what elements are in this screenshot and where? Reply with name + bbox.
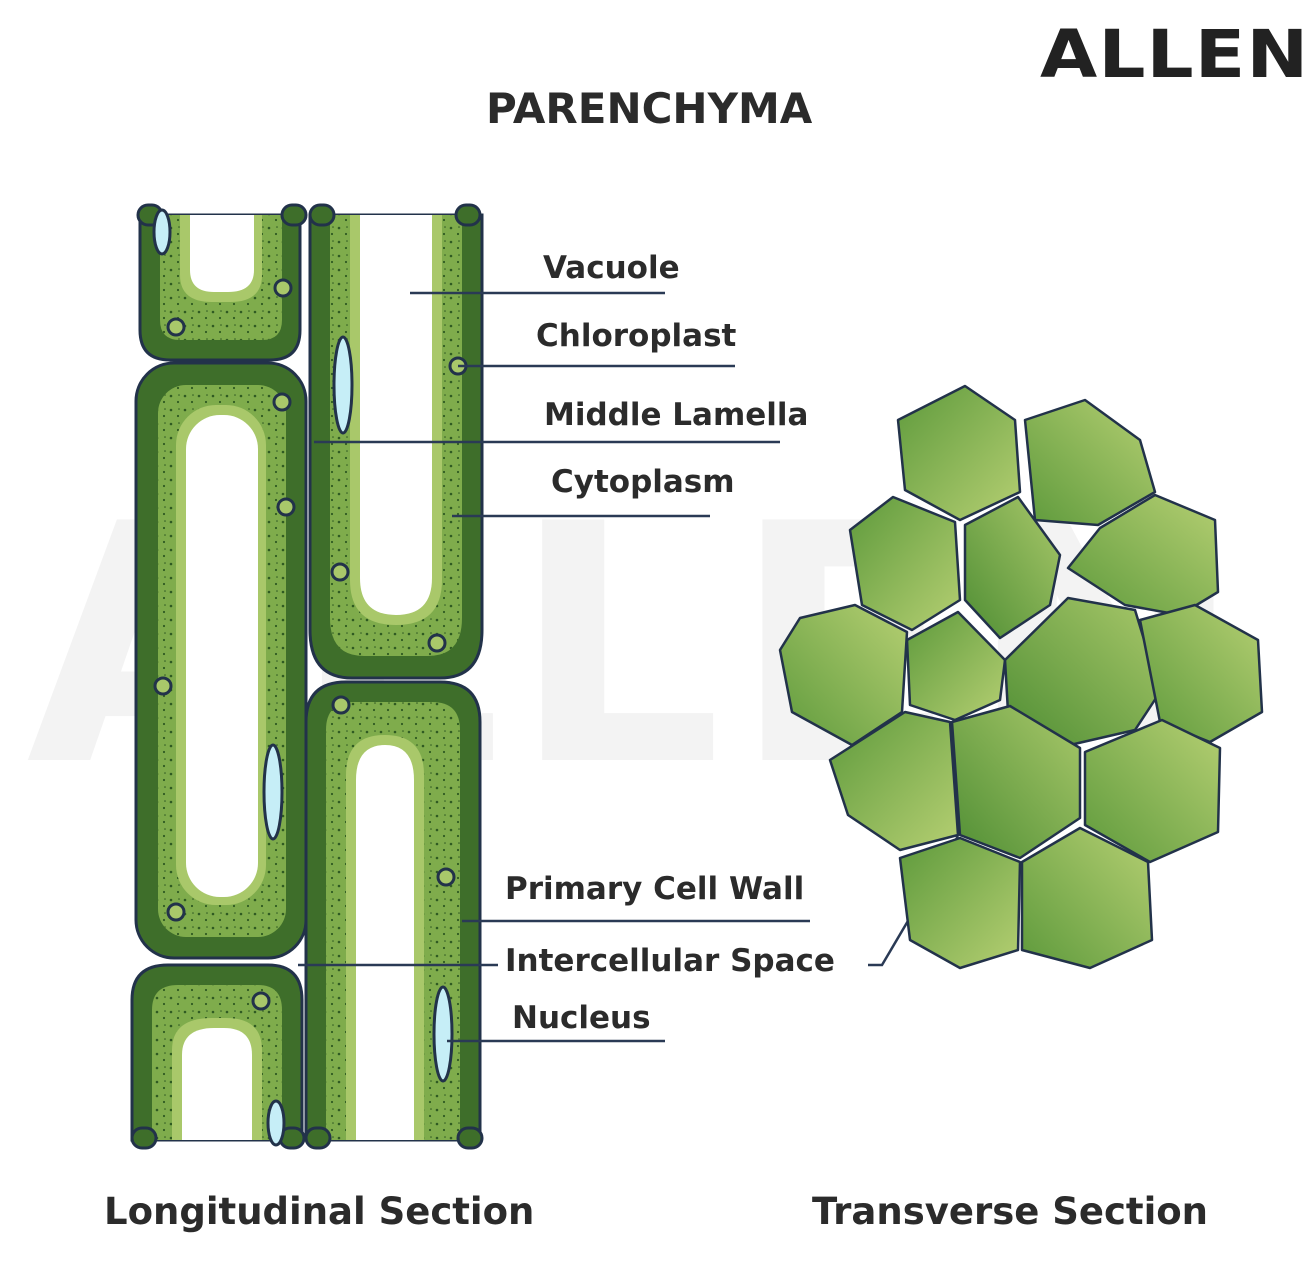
tcell-8 <box>1003 596 1162 747</box>
caption-transverse: Transverse Section <box>812 1190 1209 1233</box>
brand-logo: ALLEN <box>1040 16 1310 93</box>
tcell-11 <box>950 704 1082 860</box>
tcell-10 <box>828 710 960 852</box>
label-nucleus: Nucleus <box>512 1000 651 1036</box>
tcell-2 <box>1023 398 1157 527</box>
tcell-4 <box>963 495 1062 640</box>
label-intercellular-space: Intercellular Space <box>505 943 835 979</box>
chloroplasts <box>153 278 468 1011</box>
tcell-14 <box>1020 826 1154 970</box>
label-chloroplast: Chloroplast <box>536 318 737 354</box>
cell-right-top <box>308 213 484 680</box>
caption-longitudinal: Longitudinal Section <box>104 1190 535 1233</box>
tcell-1 <box>896 384 1022 522</box>
label-vacuole: Vacuole <box>543 250 680 286</box>
tcell-5 <box>1066 493 1220 617</box>
diagram-title: PARENCHYMA <box>486 84 813 133</box>
tcell-3 <box>848 495 962 632</box>
label-middle-lamella: Middle Lamella <box>544 397 809 433</box>
label-cytoplasm: Cytoplasm <box>551 464 735 500</box>
label-primary-cell-wall: Primary Cell Wall <box>505 871 805 907</box>
tcell-12 <box>1083 718 1222 864</box>
wall-caps <box>130 203 484 1150</box>
nuclei <box>152 208 454 1147</box>
tcell-13 <box>898 836 1022 970</box>
